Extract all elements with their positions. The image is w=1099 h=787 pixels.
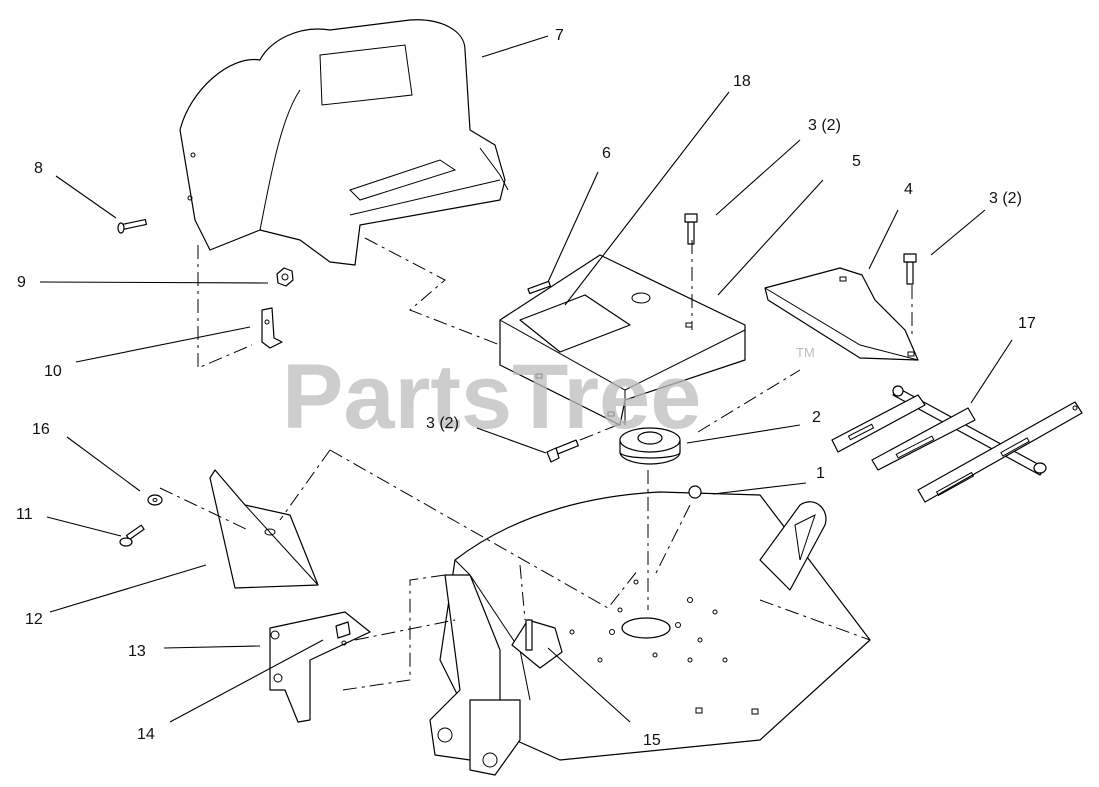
callout-18: 18 bbox=[733, 73, 751, 90]
part-18-decal bbox=[519, 294, 631, 353]
assembly-center-lines bbox=[159, 237, 913, 691]
callout-11: 11 bbox=[16, 506, 33, 523]
part-1-nut bbox=[688, 485, 702, 499]
part-3-bolt-upper bbox=[684, 213, 698, 245]
callout-9: 9 bbox=[17, 274, 26, 291]
callout-3-lower: 3 (2) bbox=[426, 415, 459, 432]
watermark-trademark: TM bbox=[796, 345, 815, 360]
callout-12: 12 bbox=[25, 611, 43, 628]
callout-16: 16 bbox=[32, 421, 50, 438]
callout-4: 4 bbox=[904, 181, 913, 198]
callout-3-upper: 3 (2) bbox=[808, 117, 841, 134]
part-17-shaft-assembly bbox=[831, 385, 1083, 503]
callout-13: 13 bbox=[128, 643, 146, 660]
part-16-washer bbox=[147, 494, 163, 506]
callout-10: 10 bbox=[44, 363, 62, 380]
callout-14: 14 bbox=[137, 726, 155, 743]
part-2-pulley bbox=[619, 427, 681, 465]
callout-17: 17 bbox=[1018, 315, 1036, 332]
callout-5: 5 bbox=[852, 153, 861, 170]
part-5-belt-cover bbox=[499, 254, 746, 426]
mower-deck bbox=[429, 491, 871, 776]
part-4-bracket bbox=[764, 267, 919, 361]
callout-8: 8 bbox=[34, 160, 43, 177]
watermark: PartsTree TM bbox=[282, 345, 815, 448]
part-14-bracket bbox=[269, 611, 371, 723]
callout-3-right: 3 (2) bbox=[989, 190, 1022, 207]
callout-labels: 7 18 6 3 (2) 5 4 3 (2) 17 8 9 10 2 1 3 (… bbox=[16, 27, 1036, 749]
part-8-screw bbox=[117, 218, 147, 234]
callout-6: 6 bbox=[602, 145, 611, 162]
watermark-text: PartsTree bbox=[282, 346, 701, 448]
callout-15: 15 bbox=[643, 732, 661, 749]
callout-7: 7 bbox=[555, 27, 564, 44]
part-7-shroud bbox=[179, 19, 509, 266]
part-6-bolt bbox=[527, 280, 551, 295]
part-3-bolt-right bbox=[903, 253, 917, 285]
part-9-nut bbox=[276, 267, 294, 287]
part-12-deflector bbox=[209, 469, 319, 589]
part-10-bracket bbox=[261, 307, 283, 349]
callout-1: 1 bbox=[816, 465, 825, 482]
part-3-bolt-lower bbox=[546, 439, 579, 463]
leader-lines bbox=[39, 35, 1013, 723]
callout-2: 2 bbox=[812, 409, 821, 426]
part-11-screw bbox=[119, 524, 145, 547]
